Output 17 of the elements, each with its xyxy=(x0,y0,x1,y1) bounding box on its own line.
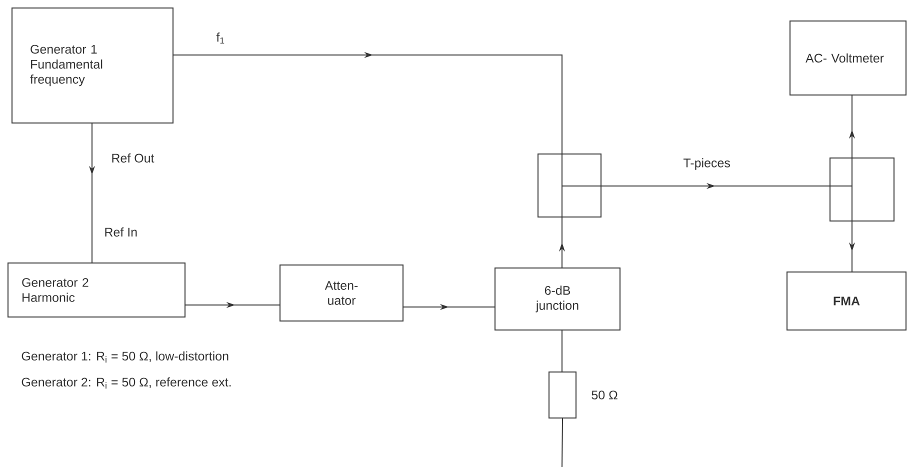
generator-box: Generator 1 Fundamental frequency xyxy=(12,8,174,124)
attenuator-box: Atten- uator xyxy=(280,264,404,322)
resistor-symbol xyxy=(548,372,576,418)
edge-label: Ref Out xyxy=(112,153,154,163)
t-piece xyxy=(830,158,894,222)
edge-label: T-pieces xyxy=(684,158,730,170)
note-text: Generator 1: R$_{i}$ = 50 Ω, low-distortion xyxy=(22,351,228,363)
analyzer-box: FMA xyxy=(786,272,906,330)
voltmeter-box: AC- Voltmeter xyxy=(790,20,906,96)
edge-label: f$_{1}$ xyxy=(216,32,224,44)
arrow xyxy=(173,52,562,154)
signal-label: Ref In xyxy=(105,227,137,237)
note-text: Generator 2: R$_{i}$ = 50 Ω, reference ext. xyxy=(22,377,231,389)
t-piece xyxy=(538,154,602,218)
junction-box: 6-dB junction xyxy=(494,268,620,330)
value-label: 50 Ω xyxy=(592,390,618,400)
generator-box: Generator 2 Harmonic xyxy=(8,262,186,318)
